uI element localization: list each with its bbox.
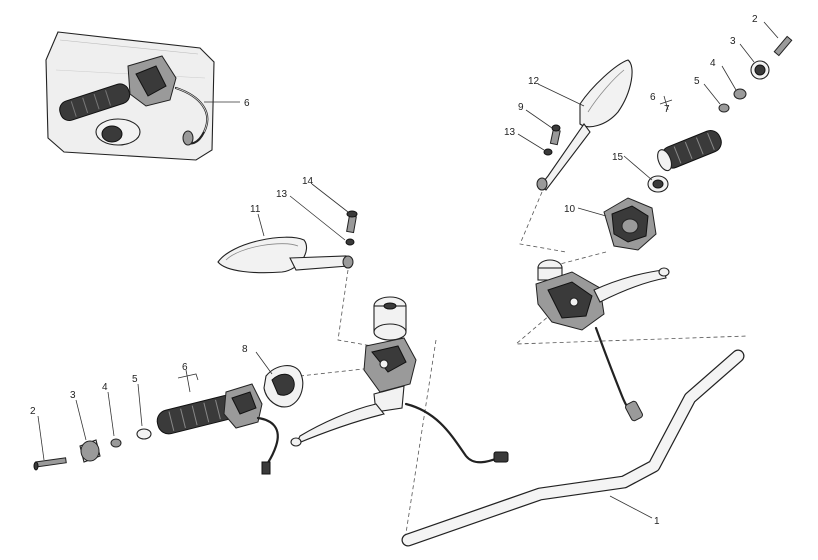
label-6-right: 6 <box>650 92 656 103</box>
label-11: 11 <box>250 204 261 215</box>
right-switch-assembly: 10 15 <box>564 152 669 251</box>
label-12: 12 <box>528 76 540 87</box>
right-mirror: 12 <box>528 59 633 191</box>
right-grip-assembly: 6 7 5 4 3 2 <box>650 14 793 172</box>
label-7: 7 <box>664 104 670 115</box>
label-5-right: 5 <box>694 76 700 87</box>
label-9: 9 <box>518 102 524 113</box>
label-6-left: 6 <box>182 362 188 373</box>
left-bar-end-parts: 2 3 4 5 <box>30 374 152 471</box>
label-4-left: 4 <box>102 382 108 393</box>
right-mirror-fasteners: 9 13 <box>504 102 561 156</box>
label-2-right: 2 <box>752 14 758 25</box>
left-grip-assembly: 8 6 <box>156 344 304 475</box>
detail-inset: 6 <box>45 31 250 161</box>
label-4-right: 4 <box>710 58 716 69</box>
left-mirror-fasteners: 14 13 <box>276 176 358 246</box>
label-13-left: 13 <box>276 189 288 200</box>
label-14: 14 <box>302 176 314 187</box>
label-3-right: 3 <box>730 36 736 47</box>
label-5-left: 5 <box>132 374 138 385</box>
label-8: 8 <box>242 344 248 355</box>
handlebar: 1 <box>401 349 745 547</box>
label-15: 15 <box>612 152 624 163</box>
left-lever-assembly <box>290 296 509 464</box>
label-1: 1 <box>654 516 660 527</box>
label-10: 10 <box>564 204 576 215</box>
left-mirror: 11 <box>217 204 354 274</box>
label-13-right: 13 <box>504 127 516 138</box>
label-6-detail: 6 <box>244 98 250 109</box>
right-lever-assembly <box>535 259 670 422</box>
label-3-left: 3 <box>70 390 76 401</box>
label-2-left: 2 <box>30 406 36 417</box>
